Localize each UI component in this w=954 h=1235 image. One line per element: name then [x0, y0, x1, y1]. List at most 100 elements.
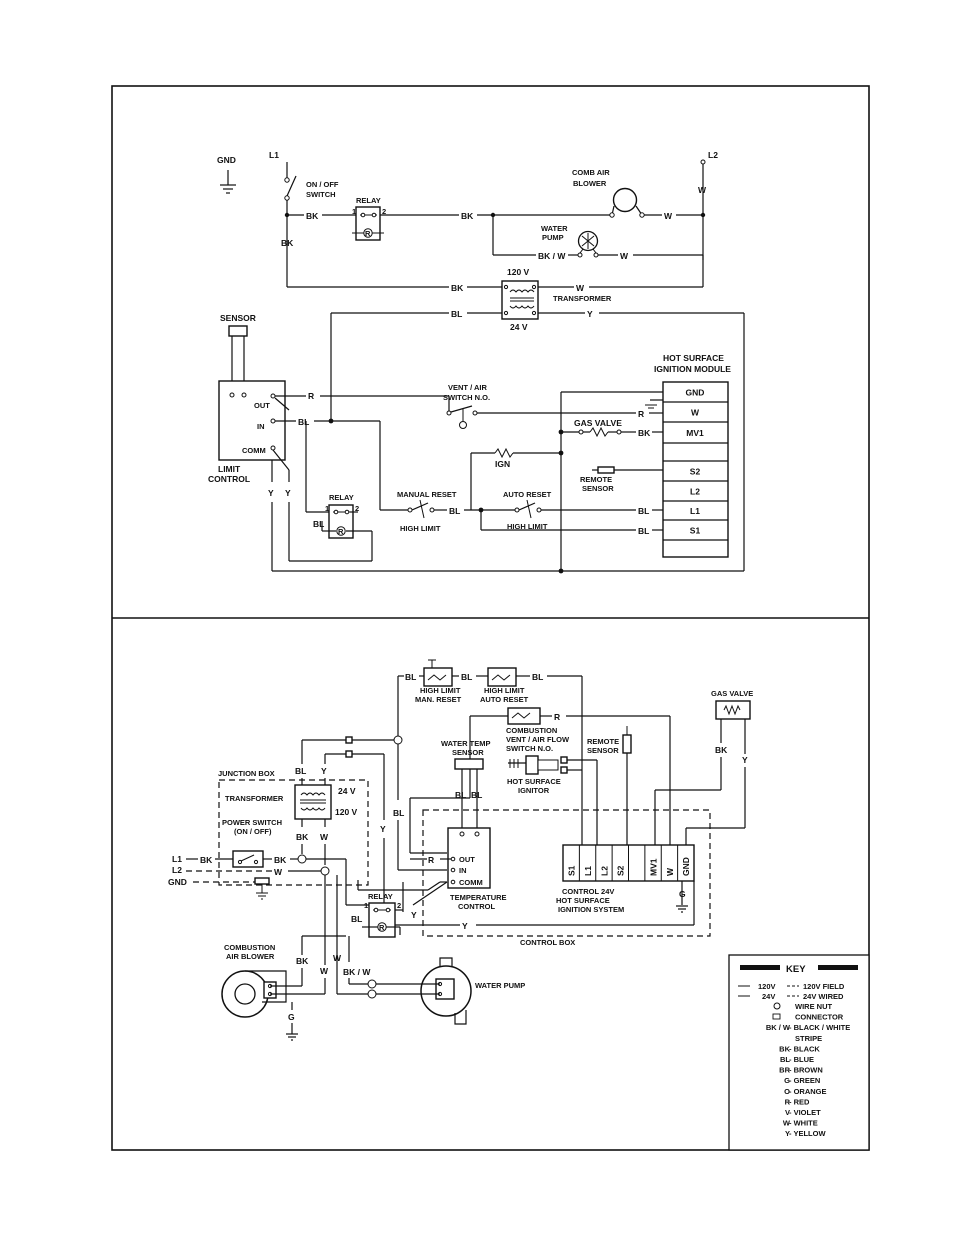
svg-text:CONTROL: CONTROL — [458, 902, 495, 911]
wire-r-1: R — [308, 391, 314, 401]
relay-bottom: RELAY 1 2 R — [364, 892, 401, 938]
g-label-blower: G — [288, 1012, 295, 1022]
water-temp-sensor: WATER TEMP SENSOR BL BL — [441, 739, 490, 830]
combustion-vent-air-flow-switch: COMBUSTION VENT / AIR FLOW SWITCH N.O. — [506, 707, 570, 753]
svg-text:2: 2 — [397, 901, 401, 910]
r-wire-tc: R — [428, 855, 434, 865]
vent-air-switch-top: VENT / AIR SWITCH N.O. — [443, 383, 490, 429]
svg-text:R: R — [365, 229, 371, 238]
ign-label: IGN — [495, 459, 510, 469]
bl-wire-relay: BL — [351, 914, 362, 924]
svg-text:BL: BL — [455, 790, 466, 800]
svg-text:COMM: COMM — [459, 878, 483, 887]
high-limit-auto-reset: HIGH LIMIT AUTO RESET — [480, 667, 529, 704]
svg-text:HIGH LIMIT: HIGH LIMIT — [484, 686, 525, 695]
wire-r-module: R — [638, 409, 644, 419]
svg-text:AUTO RESET: AUTO RESET — [480, 695, 529, 704]
junction-box: JUNCTION BOX — [218, 769, 369, 886]
relay-limit: RELAY 1 2 R — [325, 493, 359, 539]
transformer-bottom: TRANSFORMER 24 V 120 V — [225, 784, 358, 820]
svg-text:1: 1 — [325, 504, 329, 513]
wire-bl-relay: BL — [313, 519, 324, 529]
key-desc-7: - GREEN — [789, 1076, 820, 1085]
wire-w-1: W — [664, 211, 673, 221]
wire-bk-1: BK — [306, 211, 319, 221]
svg-text:120V: 120V — [758, 982, 776, 991]
svg-text:TRANSFORMER: TRANSFORMER — [553, 294, 612, 303]
wire-bl-l1: BL — [638, 506, 649, 516]
svg-text:120V FIELD: 120V FIELD — [803, 982, 845, 991]
w-wire-blower: W — [320, 966, 329, 976]
svg-text:L1: L1 — [172, 854, 182, 864]
key-desc-8: - ORANGE — [789, 1087, 827, 1096]
svg-text:120 V: 120 V — [507, 267, 530, 277]
svg-text:IN: IN — [459, 866, 467, 875]
svg-text:24V: 24V — [762, 992, 775, 1001]
svg-text:MAN. RESET: MAN. RESET — [415, 695, 462, 704]
bk-wire-ps: BK — [274, 855, 287, 865]
key-code-9: R — [785, 1097, 791, 1106]
svg-text:JUNCTION BOX: JUNCTION BOX — [218, 769, 275, 778]
wire-bk-mv1: BK — [638, 428, 651, 438]
gas-valve-y: Y — [742, 755, 748, 765]
svg-text:MANUAL RESET: MANUAL RESET — [397, 490, 457, 499]
svg-text:SENSOR: SENSOR — [452, 748, 484, 757]
svg-text:HOT SURFACE: HOT SURFACE — [556, 896, 610, 905]
svg-text:VENT / AIR FLOW: VENT / AIR FLOW — [506, 735, 570, 744]
key-code-5: BL — [780, 1055, 790, 1064]
w-wire-l2: W — [274, 867, 283, 877]
key-code-8: O — [784, 1087, 790, 1096]
wire-w-pump: W — [620, 251, 629, 261]
key-code-12: Y — [785, 1129, 790, 1138]
diagram-frame — [111, 85, 870, 1151]
svg-text:RELAY: RELAY — [356, 196, 381, 205]
module-terminal-5: L2 — [690, 487, 700, 497]
wire-bl-2: BL — [298, 417, 309, 427]
svg-text:POWER SWITCH: POWER SWITCH — [222, 818, 282, 827]
key-desc-12: - YELLOW — [789, 1129, 826, 1138]
svg-text:COMB AIR: COMB AIR — [572, 168, 610, 177]
wire-bl-1: BL — [451, 309, 462, 319]
module-terminal-2: MV1 — [686, 428, 704, 438]
module-terminal-7: S1 — [690, 526, 701, 536]
svg-text:24 V: 24 V — [338, 786, 356, 796]
y-wire-vert: Y — [380, 824, 386, 834]
ctl-terminal-2: L2 — [599, 866, 609, 876]
svg-text:VENT / AIR: VENT / AIR — [448, 383, 487, 392]
bl-wire-vert: BL — [393, 808, 404, 818]
ctl-terminal-7: GND — [681, 857, 691, 876]
svg-text:WATER: WATER — [541, 224, 568, 233]
y-wire-relay: Y — [411, 910, 417, 920]
wire-bkw: BK / W — [538, 251, 566, 261]
w-wire-pump: W — [333, 953, 342, 963]
svg-text:2: 2 — [355, 504, 359, 513]
bk-wire-l1: BK — [200, 855, 213, 865]
svg-text:TRANSFORMER: TRANSFORMER — [225, 794, 284, 803]
svg-text:TEMPERATURE: TEMPERATURE — [450, 893, 507, 902]
module-terminal-0: GND — [686, 388, 705, 398]
svg-text:GAS VALVE: GAS VALVE — [574, 418, 622, 428]
wire-w-2: W — [576, 283, 585, 293]
y-wire-tc: Y — [462, 921, 468, 931]
onoff-label-2: SWITCH — [306, 190, 336, 199]
svg-text:AUTO RESET: AUTO RESET — [503, 490, 552, 499]
svg-text:REMOTE: REMOTE — [587, 737, 619, 746]
wire-y-2: Y — [268, 488, 274, 498]
svg-text:IGNITION MODULE: IGNITION MODULE — [654, 364, 731, 374]
key-code-10: V — [785, 1108, 790, 1117]
svg-text:24 V: 24 V — [510, 322, 528, 332]
svg-text:REMOTE: REMOTE — [580, 475, 612, 484]
svg-text:(ON / OFF): (ON / OFF) — [234, 827, 272, 836]
bl-wire-hl-3: BL — [532, 672, 543, 682]
bl-wire-hl-1: BL — [405, 672, 416, 682]
wire-bl-3: BL — [449, 506, 460, 516]
svg-text:PUMP: PUMP — [542, 233, 564, 242]
bl-wire-trans: BL — [295, 766, 306, 776]
wire-color-key: KEY 120V 120V FIELD 24V 24V WIRED WIRE N… — [728, 954, 870, 1151]
combustion-air-blower: COMBUSTION AIR BLOWER — [221, 943, 287, 1018]
ladder-diagram: GND L1 ON / OFF SWITCH BK BK RELAY 1 2 R — [208, 150, 745, 574]
svg-text:HOT SURFACE: HOT SURFACE — [663, 353, 724, 363]
l2-label: L2 — [708, 150, 718, 160]
l1-label: L1 — [269, 150, 279, 160]
module-terminal-6: L1 — [690, 506, 700, 516]
